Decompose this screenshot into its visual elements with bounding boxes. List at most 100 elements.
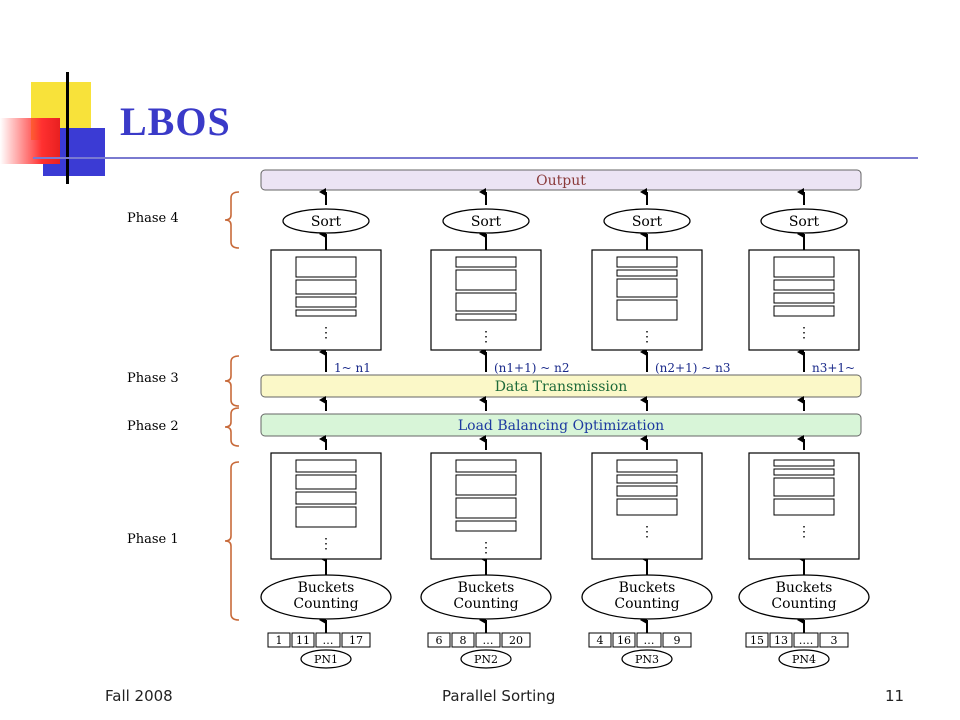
title-underline — [33, 157, 918, 159]
range-label: (n1+1) ~ n2 — [494, 361, 569, 375]
footer-date: Fall 2008 — [105, 687, 173, 705]
data-transmission-label: Data Transmission — [495, 379, 628, 395]
phase-brace — [224, 355, 240, 407]
bucket-slot — [773, 498, 835, 516]
sort-node — [282, 208, 370, 234]
processor-label: PN1 — [314, 653, 338, 666]
buckets-counting-node — [260, 574, 392, 620]
bucket-slot — [773, 477, 835, 497]
input-cell — [267, 632, 291, 648]
buckets-counting-label: Counting — [614, 596, 679, 612]
buckets-counting-label: Counting — [453, 596, 518, 612]
input-value: 13 — [774, 634, 788, 647]
bucket-slot — [773, 256, 835, 278]
bucket-slot — [616, 474, 678, 484]
sort-label: Sort — [789, 214, 820, 230]
ellipsis-dots: ⋮ — [319, 536, 333, 552]
bucket-slot — [616, 299, 678, 321]
processor-node — [300, 649, 352, 669]
bucket-slot — [455, 497, 517, 519]
range-label: 1~ n1 — [334, 361, 371, 375]
buckets-counting-label: Buckets — [619, 580, 676, 596]
bucket-slot — [616, 498, 678, 516]
sort-label: Sort — [632, 214, 663, 230]
bucket-slot — [295, 459, 357, 473]
bucket-slot — [455, 474, 517, 496]
bucket-slot — [295, 279, 357, 295]
input-cell — [475, 632, 501, 648]
bucket-slot — [455, 292, 517, 312]
bucket-slot — [455, 459, 517, 473]
bucket-slot — [295, 506, 357, 528]
bucket-slot — [455, 520, 517, 532]
phase-brace — [224, 461, 240, 621]
ellipsis-dots: ⋮ — [479, 329, 493, 345]
input-value: 9 — [674, 634, 681, 647]
bucket-slot — [455, 256, 517, 268]
input-cell — [769, 632, 793, 648]
range-label: (n2+1) ~ n3 — [655, 361, 730, 375]
input-value: …. — [799, 634, 814, 647]
bucket-slot — [295, 474, 357, 490]
bucket-slot — [616, 485, 678, 497]
ellipsis-dots: ⋮ — [797, 524, 811, 540]
input-cell — [745, 632, 769, 648]
input-value: 15 — [750, 634, 764, 647]
phase-brace — [224, 407, 240, 447]
processor-node — [460, 649, 512, 669]
bucket-slot — [773, 292, 835, 304]
input-value: 8 — [460, 634, 467, 647]
phase-label: Phase 3 — [127, 371, 179, 386]
sort-node — [603, 208, 691, 234]
bucket-slot — [295, 491, 357, 505]
input-value: 1 — [276, 634, 283, 647]
bucket-slot — [295, 256, 357, 278]
buckets-counting-node — [420, 574, 552, 620]
input-value: … — [644, 634, 655, 647]
input-value: 6 — [436, 634, 443, 647]
buckets-counting-label: Buckets — [776, 580, 833, 596]
input-cell — [315, 632, 341, 648]
buckets-counting-label: Buckets — [298, 580, 355, 596]
processor-label: PN3 — [635, 653, 659, 666]
ellipsis-dots: ⋮ — [640, 524, 654, 540]
sort-node — [442, 208, 530, 234]
sort-label: Sort — [311, 214, 342, 230]
input-cell — [819, 632, 849, 648]
ellipsis-dots: ⋮ — [640, 329, 654, 345]
input-cell — [291, 632, 315, 648]
bucket-slot — [455, 269, 517, 291]
decor-vertical-line — [66, 72, 69, 184]
bucket-slot — [455, 313, 517, 321]
bucket-slot — [295, 296, 357, 308]
input-cell — [501, 632, 531, 648]
phase-brace — [224, 191, 240, 249]
input-cell — [588, 632, 612, 648]
phase-label: Phase 4 — [127, 211, 179, 226]
bucket-slot — [616, 278, 678, 298]
buckets-counting-label: Counting — [293, 596, 358, 612]
input-value: … — [323, 634, 334, 647]
input-value: … — [483, 634, 494, 647]
bucket-slot — [773, 305, 835, 317]
input-cell — [427, 632, 451, 648]
output-bar — [260, 169, 862, 191]
input-cell — [662, 632, 692, 648]
buckets-counting-label: Counting — [771, 596, 836, 612]
input-value: 17 — [349, 634, 363, 647]
input-cell — [793, 632, 819, 648]
phase-label: Phase 2 — [127, 419, 179, 434]
processor-node — [621, 649, 673, 669]
decor-red-square — [0, 118, 60, 164]
input-value: 4 — [597, 634, 604, 647]
bucket-slot — [616, 256, 678, 268]
buckets-counting-node — [581, 574, 713, 620]
data-transmission-bar — [260, 374, 862, 398]
input-cell — [636, 632, 662, 648]
bucket-slot — [773, 459, 835, 467]
input-cell — [451, 632, 475, 648]
bucket-slot — [616, 269, 678, 277]
ellipsis-dots: ⋮ — [319, 325, 333, 341]
processor-label: PN2 — [474, 653, 498, 666]
